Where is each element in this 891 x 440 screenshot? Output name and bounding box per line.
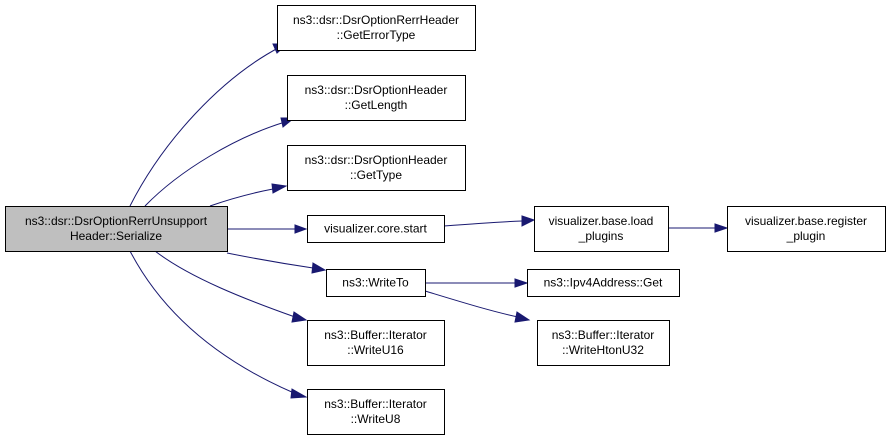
- node-box: [5, 206, 228, 252]
- edge-serialize-to-visualizer-core-start: [227, 224, 308, 234]
- arrowhead-icon: [291, 311, 308, 323]
- node-box: [287, 75, 466, 121]
- node-get-type[interactable]: ns3::dsr::DsrOptionHeader::GetType: [287, 145, 466, 191]
- node-box: [277, 5, 476, 51]
- arrowhead-icon: [290, 388, 308, 399]
- node-visualizer-base-register-plugin[interactable]: visualizer.base.register_plugin: [727, 206, 886, 252]
- node-visualizer-core-start[interactable]: visualizer.core.start: [307, 215, 445, 243]
- edge-line: [154, 250, 296, 318]
- node-label: visualizer.base.load: [549, 214, 654, 228]
- edge-write-to-to-write-hton-u32: [424, 290, 531, 323]
- edge-serialize-to-write-u8: [129, 250, 308, 399]
- node-label: visualizer.base.register: [745, 214, 867, 228]
- edge-line: [129, 46, 281, 207]
- node-label: ::WriteHtonU32: [562, 343, 644, 357]
- node-box: [307, 215, 445, 243]
- arrowhead-icon: [294, 224, 308, 234]
- arrowhead-icon: [271, 183, 288, 194]
- node-label: visualizer.core.start: [324, 222, 427, 236]
- node-get-error-type[interactable]: ns3::dsr::DsrOptionRerrHeader::GetErrorT…: [277, 5, 476, 51]
- node-get-length[interactable]: ns3::dsr::DsrOptionHeader::GetLength: [287, 75, 466, 121]
- node-write-hton-u32[interactable]: ns3::Buffer::Iterator::WriteHtonU32: [537, 320, 670, 366]
- node-label: ns3::Buffer::Iterator: [552, 328, 655, 342]
- node-label: ns3::dsr::DsrOptionHeader: [305, 153, 448, 167]
- node-ipv4address-get[interactable]: ns3::Ipv4Address::Get: [527, 269, 680, 297]
- node-label: ns3::dsr::DsrOptionRerrUnsupport: [25, 214, 208, 228]
- node-box: [287, 145, 466, 191]
- node-label: ::GetLength: [345, 98, 408, 112]
- arrowhead-icon: [311, 262, 327, 274]
- edge-visualizer-base-load-plugins-to-visualizer-base-register-plugin: [668, 223, 729, 233]
- arrowhead-icon: [714, 223, 729, 233]
- node-box: [534, 206, 669, 252]
- node-serialize: ns3::dsr::DsrOptionRerrUnsupportHeader::…: [5, 206, 228, 252]
- node-box: [537, 320, 670, 366]
- arrowhead-icon: [514, 278, 529, 288]
- node-label: ::WriteU8: [351, 412, 401, 426]
- edge-line: [209, 188, 274, 207]
- node-label: ns3::dsr::DsrOptionRerrHeader: [293, 13, 459, 27]
- edge-write-to-to-ipv4address-get: [425, 278, 529, 288]
- node-label: ns3::Buffer::Iterator: [324, 397, 427, 411]
- edge-serialize-to-write-u16: [154, 250, 308, 323]
- node-visualizer-base-load-plugins[interactable]: visualizer.base.load_plugins: [534, 206, 669, 252]
- node-write-u16[interactable]: ns3::Buffer::Iterator::WriteU16: [307, 320, 445, 366]
- node-box: [307, 389, 445, 435]
- node-label: ns3::dsr::DsrOptionHeader: [305, 83, 448, 97]
- edge-line: [226, 252, 314, 269]
- node-box: [727, 206, 886, 252]
- node-write-u8[interactable]: ns3::Buffer::Iterator::WriteU8: [307, 389, 445, 435]
- node-box: [307, 320, 445, 366]
- node-label: ::GetErrorType: [337, 28, 416, 42]
- node-label: ::GetType: [350, 168, 402, 182]
- nodes-layer: ns3::dsr::DsrOptionRerrUnsupportHeader::…: [5, 5, 886, 435]
- edge-line: [443, 220, 523, 227]
- node-label: ns3::Ipv4Address::Get: [544, 276, 663, 290]
- node-write-to[interactable]: ns3::WriteTo: [326, 269, 426, 297]
- node-box: [326, 269, 426, 297]
- edge-visualizer-core-start-to-visualizer-base-load-plugins: [443, 215, 536, 227]
- node-box: [527, 269, 680, 297]
- edge-line: [129, 250, 295, 394]
- edge-line: [144, 121, 286, 207]
- edge-serialize-to-write-to: [226, 252, 327, 274]
- arrowhead-icon: [521, 215, 536, 227]
- arrowhead-icon: [514, 311, 531, 323]
- node-label: Header::Serialize: [70, 229, 162, 243]
- edge-line: [424, 290, 519, 318]
- node-label: _plugins: [578, 229, 624, 243]
- edge-serialize-to-get-type: [209, 183, 288, 207]
- node-label: ns3::Buffer::Iterator: [324, 328, 427, 342]
- node-label: ns3::WriteTo: [342, 276, 409, 290]
- edge-serialize-to-get-length: [144, 117, 296, 207]
- edge-serialize-to-get-error-type: [129, 43, 289, 207]
- node-label: ::WriteU16: [347, 343, 404, 357]
- node-label: _plugin: [786, 229, 826, 243]
